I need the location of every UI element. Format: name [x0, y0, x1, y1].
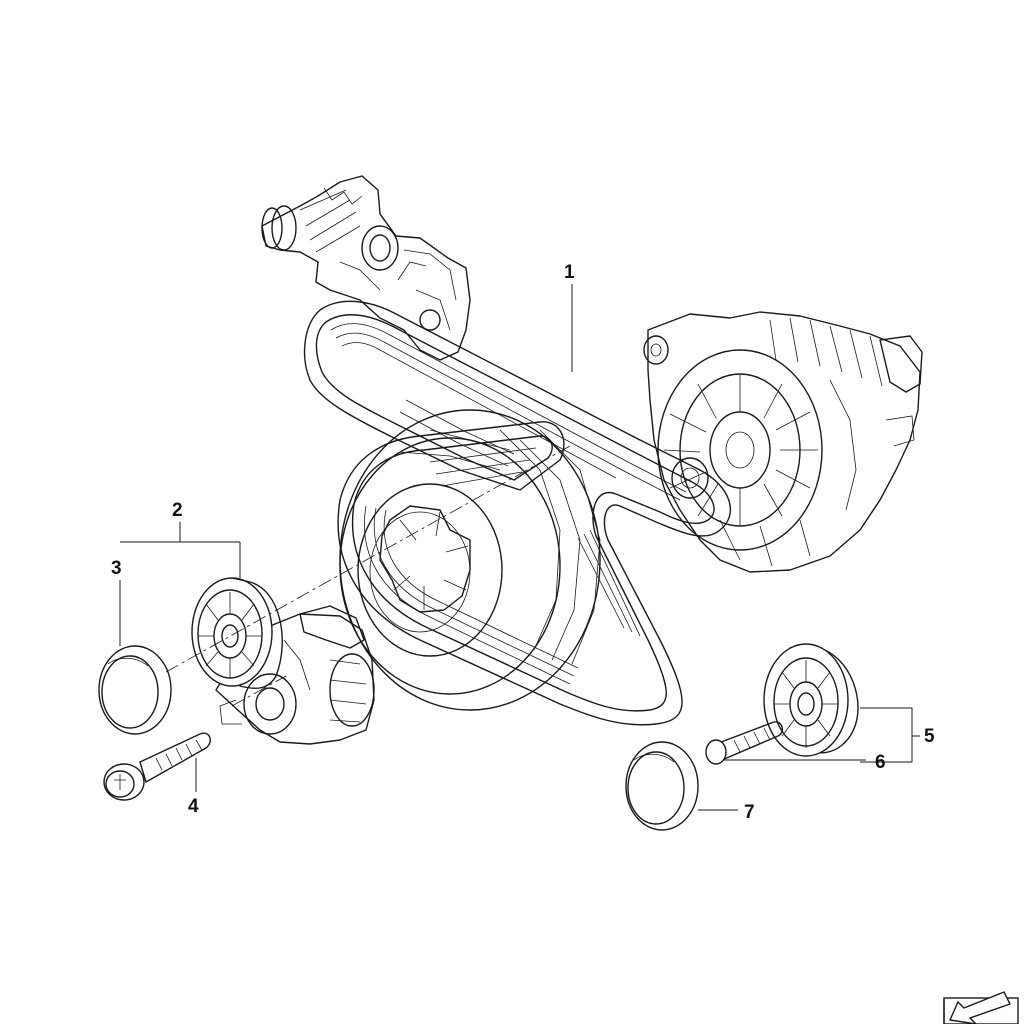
callout-2: 2 [172, 500, 183, 521]
dust-cap-right [625, 741, 699, 831]
water-pump-housing [261, 175, 471, 361]
bolt-right [705, 721, 784, 765]
callout-1: 1 [564, 262, 575, 283]
assembly-axes [165, 445, 571, 707]
bolt-left [103, 732, 211, 801]
callout-5: 5 [924, 726, 935, 747]
callout-7: 7 [744, 802, 755, 823]
callout-6: 6 [875, 752, 886, 773]
crankshaft-pulley [339, 409, 601, 711]
arrow-direction-icon [943, 991, 1019, 1024]
callouts: 1 2 3 4 5 6 7 [111, 262, 935, 823]
idler-pulley [763, 643, 859, 757]
dust-cap-left [98, 645, 172, 735]
callout-3: 3 [111, 558, 122, 579]
tensioner-pulley [191, 577, 283, 689]
leader-lines [119, 284, 920, 811]
alternator [643, 311, 923, 573]
callout-4: 4 [188, 796, 199, 817]
drive-belt [303, 300, 731, 726]
